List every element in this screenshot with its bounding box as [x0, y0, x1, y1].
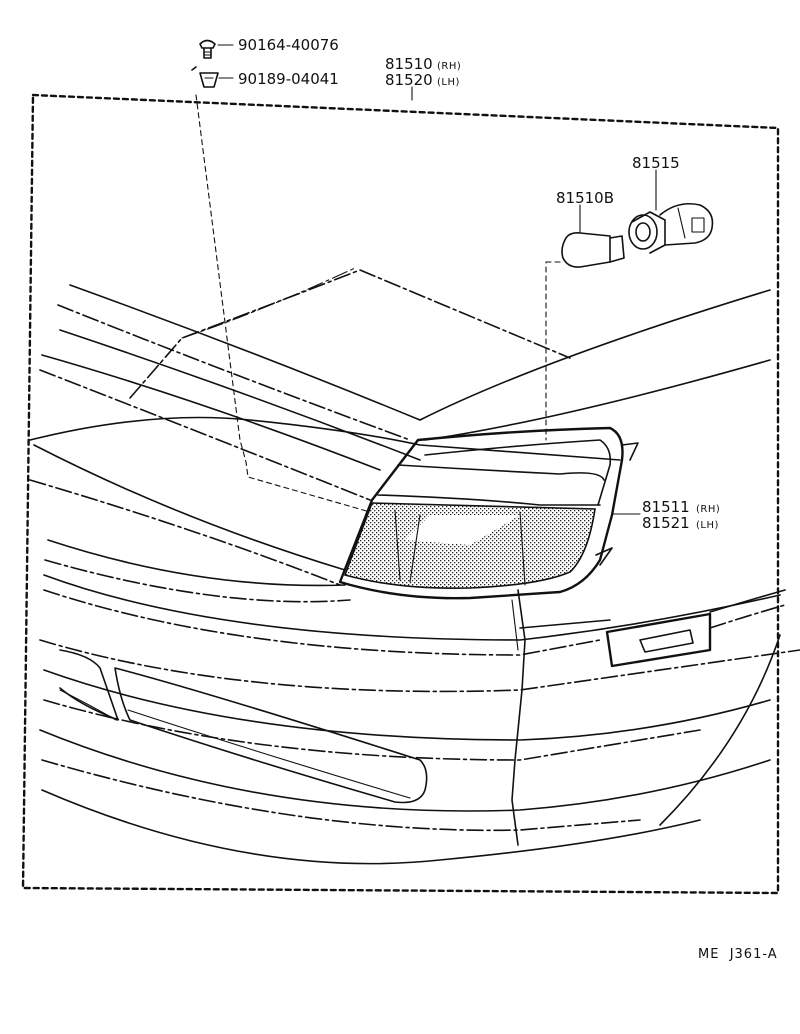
bumper-top — [47, 539, 346, 587]
fog-lamp-opening — [114, 667, 428, 804]
boundary-frame — [21, 93, 780, 895]
lamp-housing-outer — [338, 426, 624, 600]
label-81510-side: (RH) — [437, 61, 461, 72]
label-81521-side: (LH) — [696, 520, 719, 531]
front-turn-lamp — [338, 426, 639, 600]
hood-outline — [129, 269, 571, 399]
label-81510B: 81510B — [556, 189, 614, 207]
label-81520: 81520 — [385, 71, 433, 89]
socket-81515 — [628, 202, 714, 254]
label-81511-side: (RH) — [696, 504, 720, 515]
label-81521: 81521 — [642, 514, 690, 532]
label-81515: 81515 — [632, 154, 680, 172]
clip-bolt — [199, 39, 216, 59]
lamp-lens — [343, 502, 596, 590]
left-intake — [59, 649, 119, 721]
side-marker-lamp — [605, 612, 712, 668]
clip-nut — [191, 66, 219, 88]
label-81520-side: (LH) — [437, 77, 460, 88]
panel-seam — [511, 589, 526, 846]
fender-top — [419, 289, 771, 421]
bulb-81510B — [561, 232, 625, 268]
label-90164-40076: 90164-40076 — [238, 36, 339, 54]
label-81510: 81510 — [385, 55, 433, 73]
part-labels: 90164-40076 90189-04041 81510 (RH) 81520… — [238, 36, 778, 962]
label-90189-04041: 90189-04041 — [238, 70, 339, 88]
label-81511: 81511 — [642, 498, 690, 516]
figure-code: ME J361-A — [698, 947, 778, 962]
leader-lines — [195, 44, 657, 515]
car-body — [29, 267, 800, 865]
